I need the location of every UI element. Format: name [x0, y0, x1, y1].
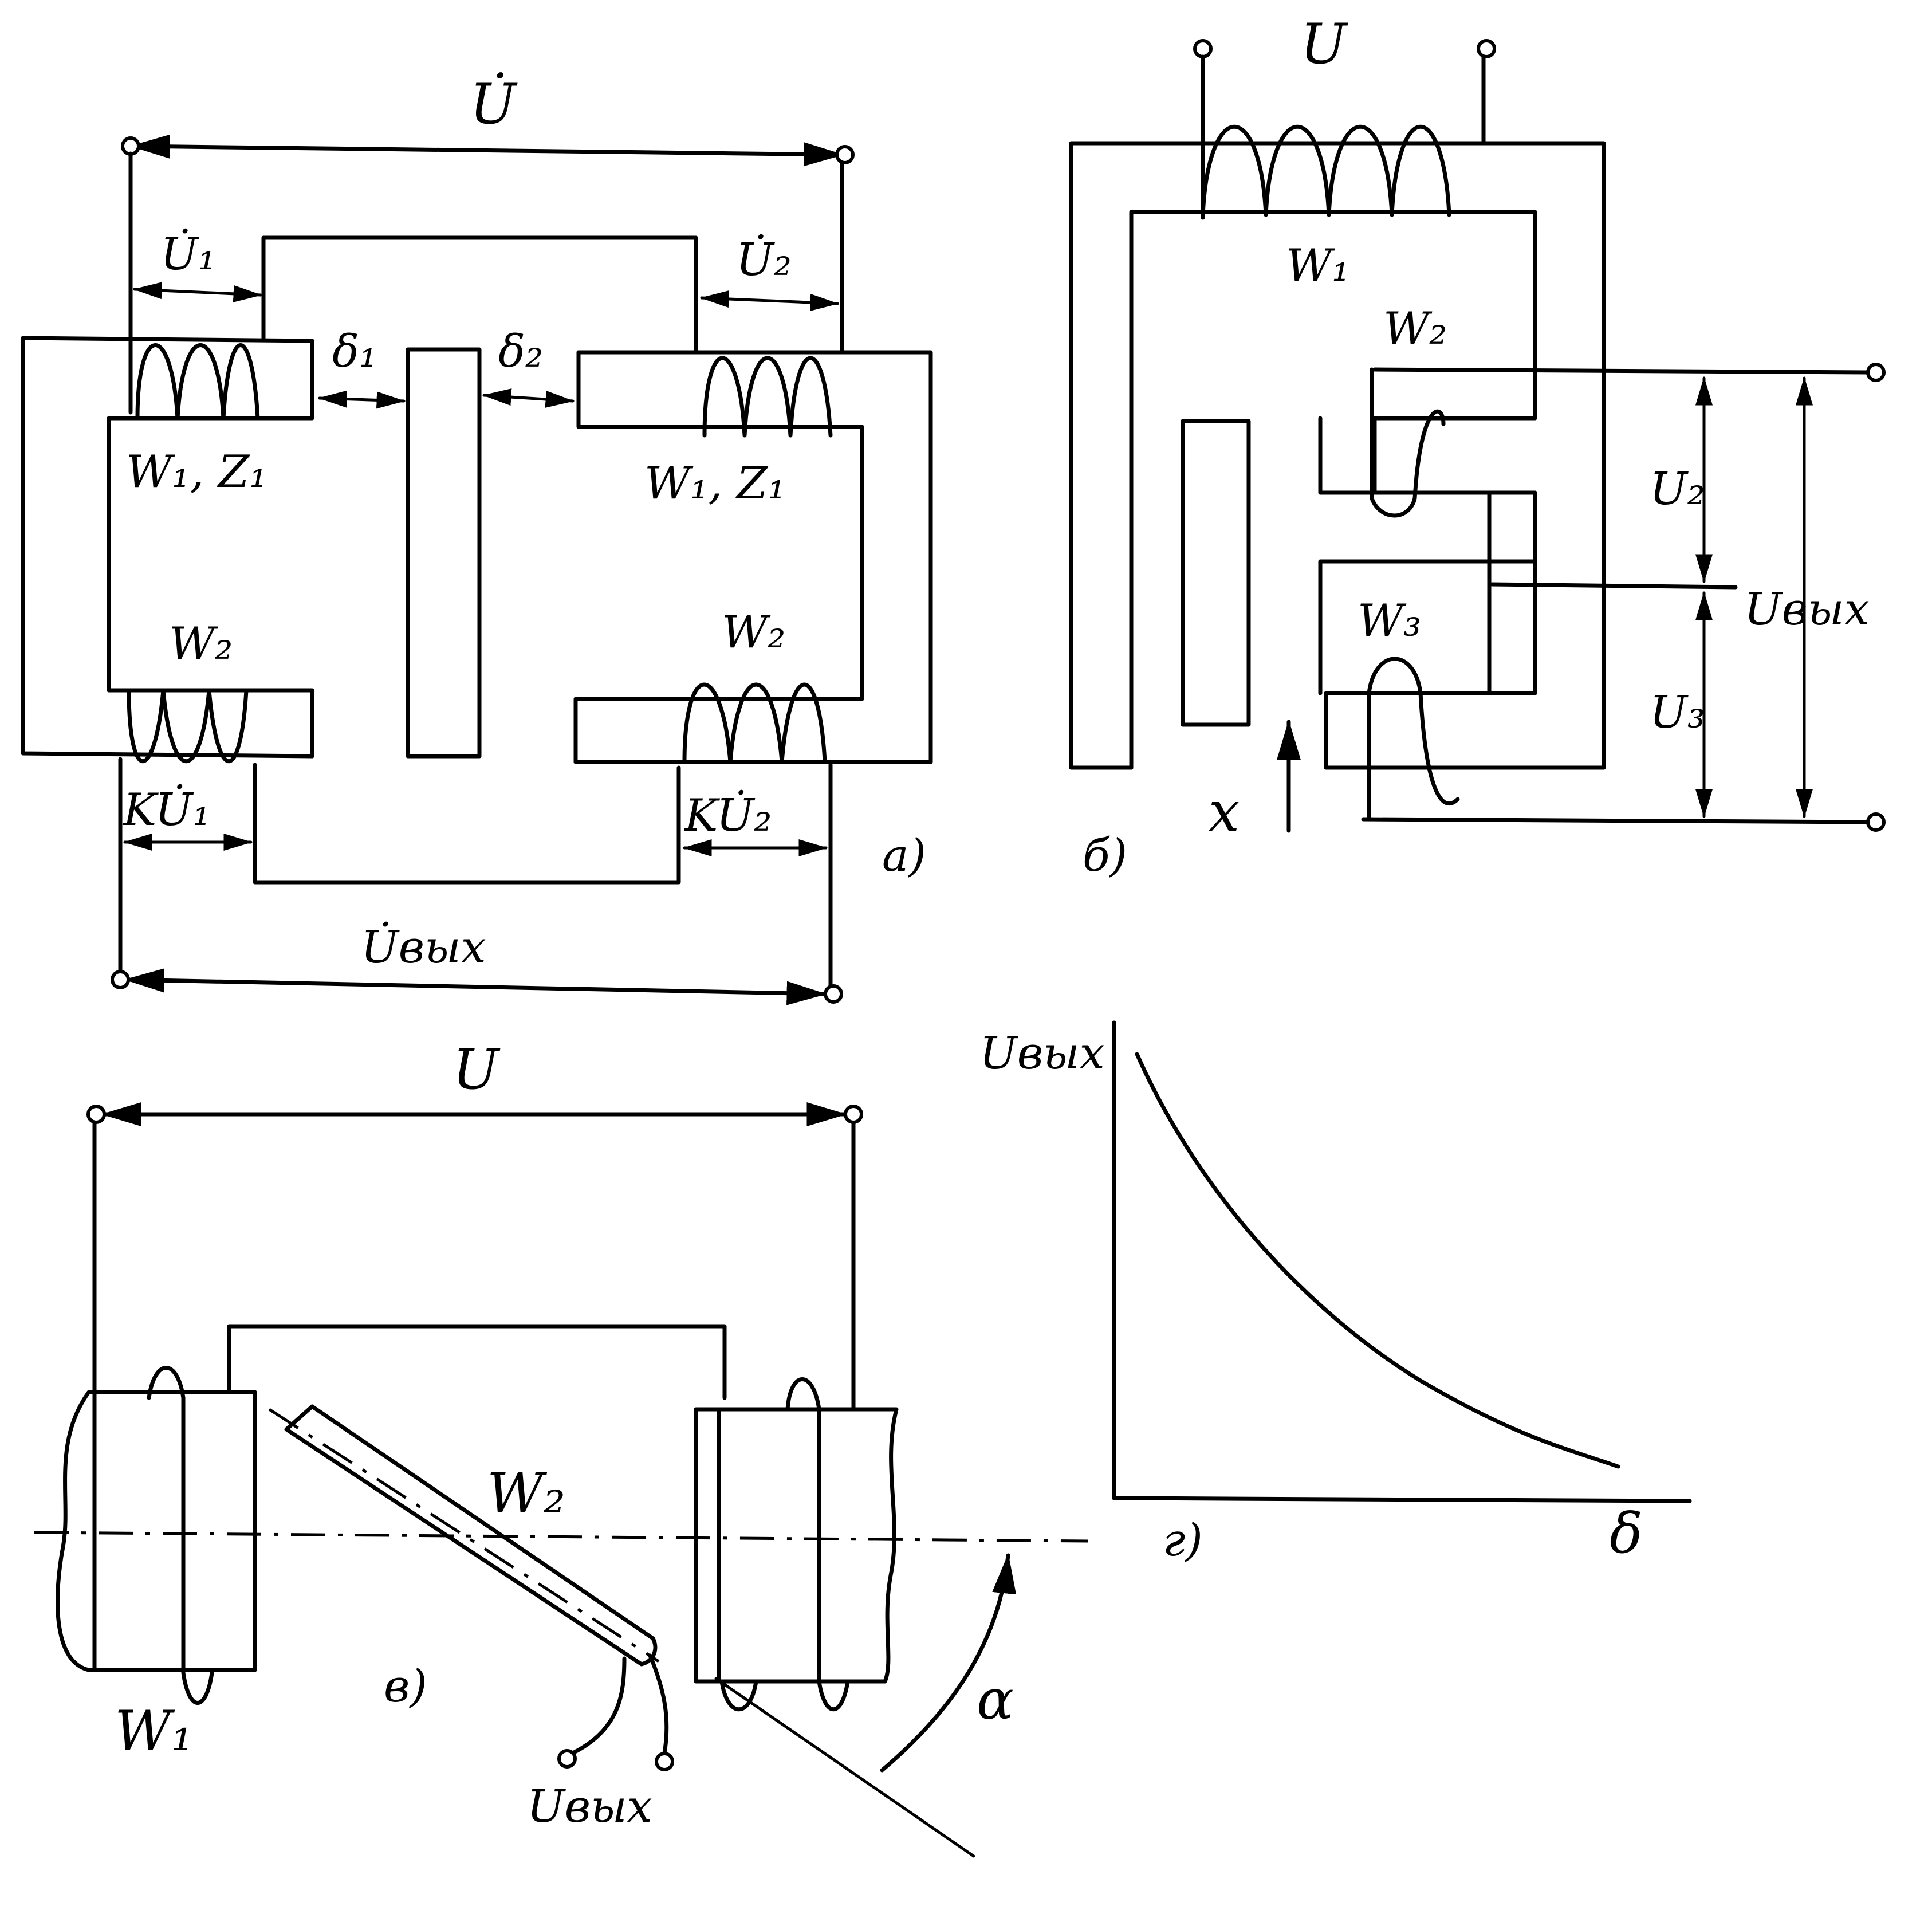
primary-coil	[1201, 125, 1451, 217]
left-core	[55, 1390, 257, 1672]
u1-arrow	[133, 282, 262, 302]
right-primary-label: W₁, Z₁	[644, 458, 786, 509]
supply-label: U	[452, 1038, 501, 1102]
series-link	[227, 1324, 727, 1400]
output-lead-bottom	[1361, 817, 1870, 824]
armature	[1181, 419, 1251, 727]
left-coil	[92, 1366, 214, 1705]
supply-terminal-right	[835, 145, 855, 164]
u1-label: U̇₁	[160, 228, 216, 280]
output-terminal-left	[557, 1749, 577, 1769]
gap1-arrow	[318, 390, 406, 409]
ku1-label: KU̇₁	[122, 784, 211, 836]
left-coil-label: W₁	[115, 1699, 193, 1763]
u2-arrow	[700, 290, 839, 311]
left-primary-label: W₁, Z₁	[126, 446, 267, 498]
supply-terminal-left	[1193, 39, 1213, 58]
output-label: Uвых	[1744, 584, 1870, 635]
right-core-inner	[573, 350, 864, 764]
output-label: Uвых	[527, 1781, 652, 1833]
panel-b-caption: б)	[1083, 830, 1127, 882]
core-outer	[1069, 141, 1606, 770]
output-lead-right	[648, 1653, 669, 1755]
supply-voltage-arrow	[129, 134, 844, 167]
rotating-axis	[268, 1408, 660, 1663]
panel-a-caption: а)	[882, 830, 926, 882]
armature	[406, 347, 482, 759]
y-axis-label: Uвых	[979, 1028, 1105, 1079]
panel-a: U̇ U̇₁ U̇₂ δ₁ δ₂ W₁, Z₁ W₁, Z₁ W₂ W	[21, 72, 933, 1005]
panel-d-caption: г)	[1163, 1515, 1203, 1566]
rotating-coil-label: W₂	[487, 1461, 565, 1526]
panel-b: U W₁ W₂ W₃ U₂ U₃ Uвых x б)	[1069, 12, 1886, 882]
supply-label: U	[1300, 12, 1348, 76]
output-terminal-right	[655, 1752, 674, 1771]
right-coil	[719, 1377, 850, 1712]
output-lead-left	[570, 1656, 627, 1755]
output-terminal-bottom	[1866, 812, 1886, 832]
core-inner	[1129, 210, 1537, 770]
panel-c: U W₁ W₂ Uвых α в)	[34, 1038, 1089, 1858]
reference-axis	[34, 1531, 1089, 1543]
output-curve	[1135, 1052, 1620, 1469]
gap1-label: δ₁	[332, 326, 377, 378]
left-primary-coil	[135, 343, 260, 421]
u3-label: U₃	[1650, 687, 1705, 738]
angle-label: α	[977, 1668, 1014, 1732]
tap-lead	[1490, 582, 1738, 590]
left-secondary-label: W₂	[169, 618, 233, 670]
coil-w3-label: W₃	[1357, 595, 1421, 647]
core-upper-tooth	[1318, 416, 1377, 495]
output-terminal-top	[1866, 363, 1886, 382]
output-terminal-right	[824, 984, 843, 1004]
primary-label: W₁	[1286, 240, 1349, 292]
u2-label: U̇₂	[736, 234, 792, 286]
displacement-label: x	[1209, 780, 1240, 844]
panel-c-caption: в)	[384, 1661, 427, 1712]
output-terminal-left	[111, 970, 130, 989]
output-lead-top	[1372, 367, 1870, 375]
left-core-outer	[21, 336, 314, 759]
x-axis	[1112, 1496, 1692, 1503]
coil-w3	[1367, 657, 1460, 822]
output-voltage-arrow	[124, 968, 827, 1005]
panel-d: Uвых δ г)	[979, 1020, 1692, 1566]
gap2-label: δ₂	[498, 326, 543, 378]
right-secondary-label: W₂	[722, 607, 785, 658]
output-voltage-label: U̇вых	[361, 921, 486, 973]
u2-label: U₂	[1650, 463, 1705, 515]
left-core-inner	[107, 339, 314, 759]
supply-voltage-label: U̇	[470, 72, 518, 136]
rotating-coil	[284, 1404, 658, 1667]
right-core	[694, 1407, 899, 1684]
rotated-axis-extension	[714, 1677, 975, 1858]
right-core-outer	[573, 350, 933, 764]
supply-terminal-left	[86, 1105, 106, 1124]
supply-terminal-right	[1477, 39, 1496, 58]
angle-arc	[880, 1553, 1017, 1773]
secondary-series-link	[253, 763, 681, 885]
left-secondary-coil	[127, 688, 249, 764]
right-secondary-coil	[682, 682, 827, 764]
primary-series-link	[261, 235, 698, 352]
x-axis-label: δ	[1610, 1502, 1643, 1566]
coil-w2-label: W₂	[1383, 303, 1447, 355]
gap2-arrow	[482, 388, 575, 408]
supply-terminal-right	[844, 1105, 863, 1124]
coil-w2	[1370, 367, 1446, 518]
right-primary-coil	[702, 356, 833, 438]
ku2-label: KU̇₂	[683, 789, 772, 842]
